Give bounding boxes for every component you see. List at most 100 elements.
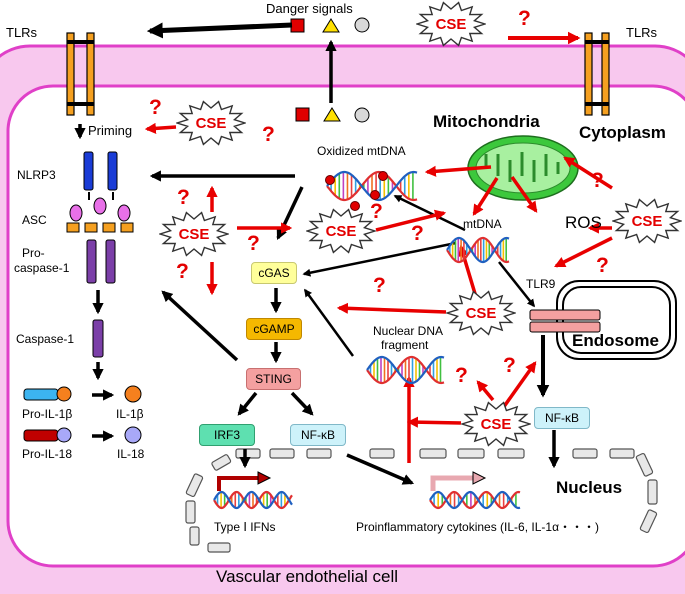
question-mark: ? [370, 200, 383, 223]
il18-shape [124, 426, 142, 444]
cse-burst-shape [176, 100, 246, 146]
question-mark: ? [591, 169, 604, 192]
cse-burst-nucleus: CSE [461, 401, 531, 447]
cse-label: CSE [435, 15, 467, 33]
cell-inner-membrane [6, 84, 685, 568]
cse-label: CSE [178, 225, 210, 243]
oxidation-dot [350, 201, 360, 211]
cse-effect-arrow [472, 177, 499, 216]
pro-il18-label: Pro-IL-18 [22, 447, 73, 461]
cse-effect-arrow [375, 209, 447, 232]
cse-burst-shape [461, 401, 531, 447]
dna-helix-ifn [213, 490, 293, 510]
cse-label: CSE [195, 114, 227, 132]
cgamp-box: cGAMP [246, 318, 302, 340]
danger-signal-shapes-top [290, 17, 370, 33]
sting-box: STING [246, 368, 301, 390]
question-mark: ? [262, 123, 275, 146]
tlr9-receptor [529, 309, 601, 333]
nfkb-box-left: NF-κB [290, 424, 346, 446]
promoter-arrow-ifn [217, 471, 272, 491]
cse-effect-arrow [406, 416, 462, 428]
oxidation-dot [370, 190, 380, 200]
pathway-arrow [161, 290, 239, 362]
il18-label: IL-18 [117, 447, 145, 461]
cse-burst-priming: CSE [176, 100, 246, 146]
pathway-arrow [303, 288, 355, 357]
danger-signal-shapes-inner [295, 107, 370, 123]
nucleus-label: Nucleus [556, 478, 623, 497]
pathway-arrow [146, 22, 293, 39]
ros-label: ROS [565, 213, 602, 232]
cse-label: CSE [465, 304, 497, 322]
asc-label: ASC [22, 213, 47, 227]
tlrs-right-label: TLRs [626, 25, 658, 40]
vascular-cell-label: Vascular endothelial cell [216, 567, 399, 586]
cse-label: CSE [480, 415, 512, 433]
type1-ifns-label: Type Ⅰ IFNs [214, 520, 276, 534]
question-mark: ? [149, 96, 162, 119]
question-mark: ? [247, 232, 260, 255]
cse-effect-arrow [510, 175, 538, 213]
question-mark: ? [518, 7, 531, 30]
nlrp3-complex [83, 151, 118, 200]
asc-complex [66, 197, 134, 233]
promoter-arrow-cytokines [430, 471, 487, 491]
mitochondrion [467, 135, 579, 201]
endosome [556, 280, 677, 360]
pathway-arrow [346, 453, 415, 485]
il1b-label: IL-1β [116, 407, 144, 421]
mtdna-label: mtDNA [463, 217, 502, 231]
mitochondria-label: Mitochondria [433, 112, 540, 131]
tlrs-left-label: TLRs [6, 25, 38, 40]
oxidation-dot [325, 175, 335, 185]
cse-burst-shape [416, 1, 486, 47]
cse-burst-shape [306, 208, 376, 254]
cse-effect-arrow [553, 236, 613, 268]
cse-burst-left: CSE [159, 211, 229, 257]
cse-burst-shape [159, 211, 229, 257]
tlr-receptor-left [66, 32, 95, 116]
question-mark: ? [596, 254, 609, 277]
question-mark: ? [455, 364, 468, 387]
pro-caspase-complex [86, 239, 116, 284]
cse-effect-arrow [476, 380, 495, 402]
cse-label: CSE [631, 212, 663, 230]
pro-caspase-label-2: caspase-1 [14, 261, 70, 275]
cse-burst-shape [612, 198, 682, 244]
pathway-arrow [290, 391, 314, 416]
il1b-shape [124, 385, 142, 403]
question-mark: ? [373, 274, 386, 297]
question-mark: ? [176, 260, 189, 283]
oxidized-mtdna-label: Oxidized mtDNA [317, 144, 406, 158]
oxidation-dot [378, 171, 388, 181]
nuclear-dna-label-1: Nuclear DNA [373, 324, 444, 338]
mtdna-helix [446, 236, 510, 264]
nlrp3-label: NLRP3 [17, 168, 56, 182]
cse-burst-shape [446, 290, 516, 336]
priming-label: Priming [88, 123, 133, 138]
nfkb-box-right: NF-κB [534, 407, 590, 429]
oxidized-mtdna-helix [326, 170, 418, 202]
cse-burst-center: CSE [306, 208, 376, 254]
question-mark: ? [177, 186, 190, 209]
proinflammatory-label: Proinflammatory cytokines (IL-6, IL-1α・・… [356, 520, 600, 534]
nucleus-envelope [185, 448, 658, 553]
cgas-box: cGAS [251, 262, 297, 284]
cse-effect-arrow [144, 122, 177, 134]
pathway-arrow [237, 391, 258, 416]
cse-burst-tlr9: CSE [446, 290, 516, 336]
pathway-arrow [498, 261, 535, 308]
nuclear-dna-label-2: fragment [381, 338, 429, 352]
question-mark: ? [503, 354, 516, 377]
cse-effect-arrow [563, 156, 613, 190]
pro-il1b-label: Pro-IL-1β [22, 407, 73, 421]
tlr9-label: TLR9 [526, 277, 556, 291]
cse-burst-top: CSE [416, 1, 486, 47]
pro-il1b-shape [23, 386, 72, 402]
cse-effect-arrow [424, 165, 492, 177]
nuclear-dna-fragment-helix [366, 355, 445, 385]
irf3-box: IRF3 [199, 424, 255, 446]
